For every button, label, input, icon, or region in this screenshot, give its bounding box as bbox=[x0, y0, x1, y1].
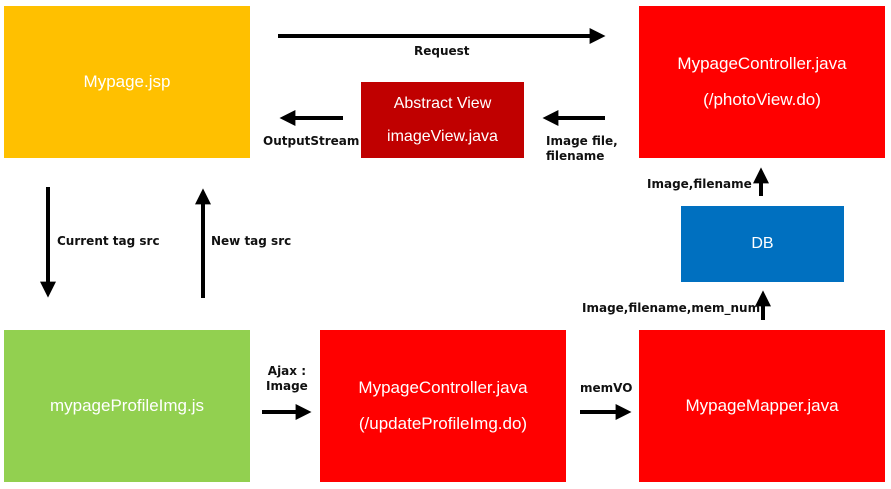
mapper-label: MypageMapper.java bbox=[685, 395, 839, 415]
request-label: Request bbox=[414, 44, 470, 58]
image-filename-label: Image,filename bbox=[647, 177, 752, 191]
update-controller-title: MypageController.java bbox=[358, 377, 528, 397]
update-controller-box: MypageController.java (/updateProfileImg… bbox=[320, 330, 566, 482]
db-box: DB bbox=[681, 206, 844, 282]
image-file-label-line2: filename bbox=[546, 149, 605, 163]
current-tag-src-label: Current tag src bbox=[57, 234, 160, 248]
image-file-label-line1: Image file, bbox=[546, 134, 618, 148]
profile-js-label: mypageProfileImg.js bbox=[49, 395, 204, 415]
image-filename-mem-num-label: Image,filename,mem_num bbox=[582, 301, 761, 315]
mypage-jsp-box: Mypage.jsp bbox=[4, 6, 250, 158]
abstract-view-class: imageView.java bbox=[387, 128, 498, 145]
update-controller-path: (/updateProfileImg.do) bbox=[358, 414, 528, 433]
ajax-label-line2: Image bbox=[266, 379, 308, 393]
image-file-label: Image file, filename bbox=[546, 134, 618, 164]
photo-controller-path: (/photoView.do) bbox=[703, 90, 821, 109]
abstract-view-box: Abstract View imageView.java bbox=[361, 82, 524, 158]
db-label: DB bbox=[751, 235, 774, 253]
abstract-view-title: Abstract View bbox=[393, 94, 492, 112]
mapper-box: MypageMapper.java bbox=[639, 330, 885, 482]
output-stream-label: OutputStream bbox=[263, 134, 360, 148]
ajax-image-label: Ajax : Image bbox=[266, 364, 308, 394]
profile-js-box: mypageProfileImg.js bbox=[4, 330, 250, 482]
photo-controller-box: MypageController.java (/photoView.do) bbox=[639, 6, 885, 158]
new-tag-src-label: New tag src bbox=[211, 234, 292, 248]
photo-controller-title: MypageController.java bbox=[677, 53, 847, 73]
mypage-jsp-label: Mypage.jsp bbox=[83, 71, 171, 91]
ajax-label-line1: Ajax : bbox=[267, 364, 306, 378]
memvo-label: memVO bbox=[580, 381, 633, 395]
